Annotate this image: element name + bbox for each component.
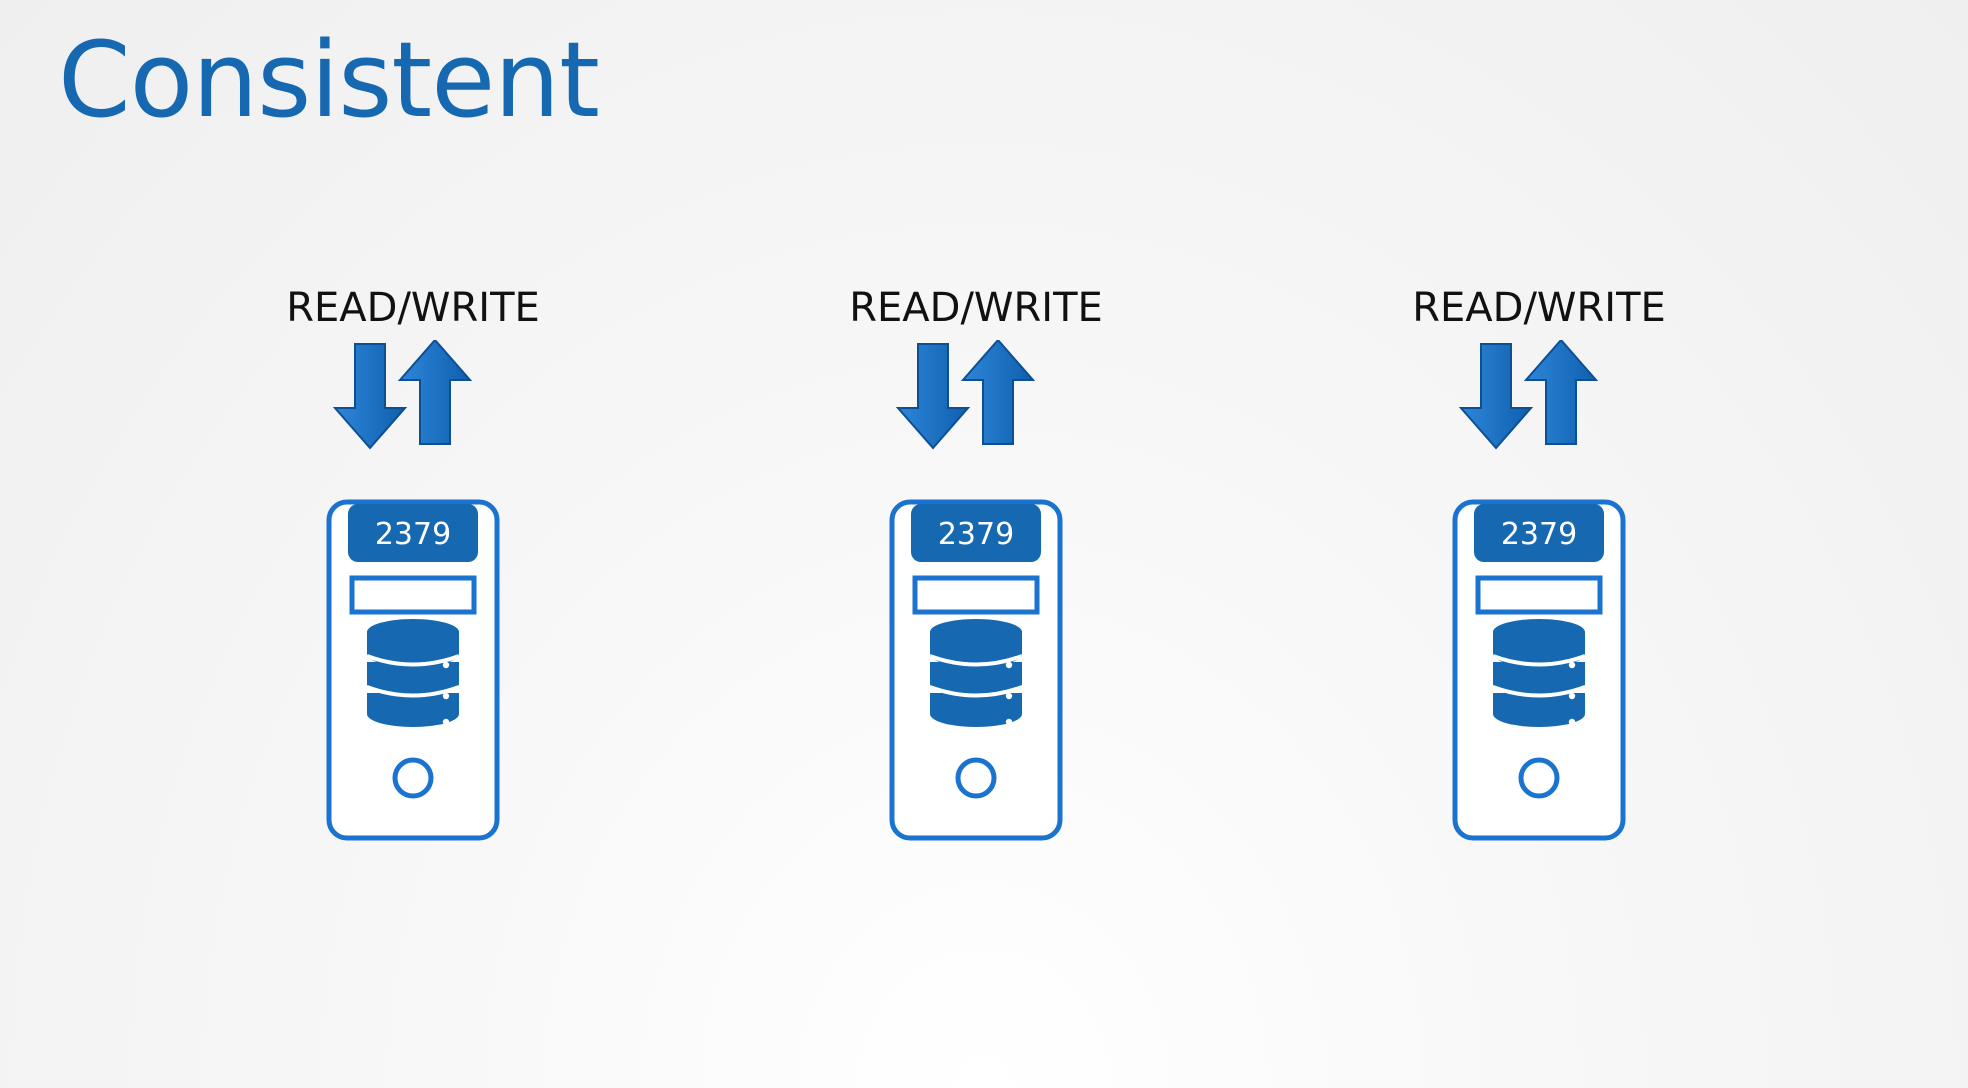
server-icon: 2379 bbox=[326, 499, 500, 841]
slide-title: Consistent bbox=[58, 19, 600, 141]
port-number: 2379 bbox=[938, 517, 1014, 552]
power-button bbox=[1518, 757, 1560, 799]
arrow-up-icon bbox=[960, 340, 1036, 445]
power-button bbox=[392, 757, 434, 799]
arrow-down-icon bbox=[895, 343, 971, 450]
read-write-label: READ/WRITE bbox=[849, 285, 1103, 331]
port-number: 2379 bbox=[1501, 517, 1577, 552]
read-write-arrows bbox=[332, 340, 473, 450]
database-icon bbox=[1492, 619, 1586, 727]
read-write-label: READ/WRITE bbox=[286, 285, 540, 331]
database-icon bbox=[366, 619, 460, 727]
arrow-down-icon bbox=[1458, 343, 1534, 450]
arrow-up-icon bbox=[1523, 340, 1599, 445]
server-icon: 2379 bbox=[1452, 499, 1626, 841]
drive-slot bbox=[349, 575, 477, 615]
read-write-arrows bbox=[1458, 340, 1599, 450]
power-button bbox=[955, 757, 997, 799]
port-badge: 2379 bbox=[911, 504, 1041, 562]
arrow-down-icon bbox=[332, 343, 408, 450]
etcd-node-2: READ/WRITE 2379 bbox=[846, 280, 1106, 850]
port-badge: 2379 bbox=[348, 504, 478, 562]
drive-slot bbox=[912, 575, 1040, 615]
database-icon bbox=[929, 619, 1023, 727]
port-number: 2379 bbox=[375, 517, 451, 552]
etcd-node-1: READ/WRITE 2379 bbox=[283, 280, 543, 850]
drive-slot bbox=[1475, 575, 1603, 615]
port-badge: 2379 bbox=[1474, 504, 1604, 562]
server-icon: 2379 bbox=[889, 499, 1063, 841]
etcd-node-3: READ/WRITE 2379 bbox=[1409, 280, 1669, 850]
read-write-label: READ/WRITE bbox=[1412, 285, 1666, 331]
arrow-up-icon bbox=[397, 340, 473, 445]
read-write-arrows bbox=[895, 340, 1036, 450]
